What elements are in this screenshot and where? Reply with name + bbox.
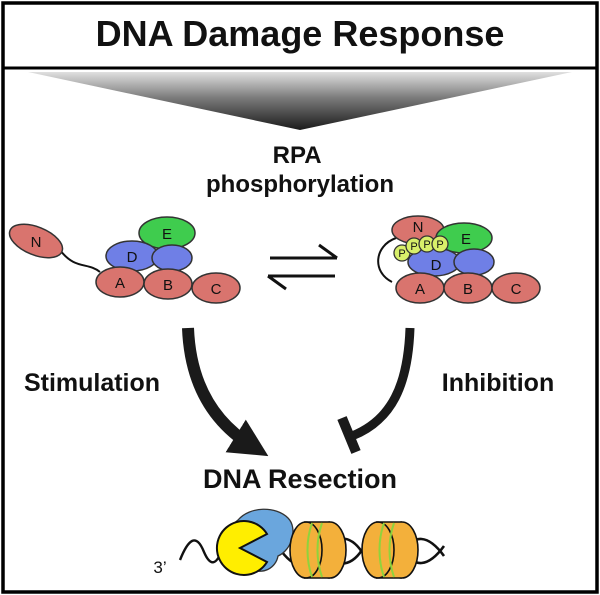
left-linker bbox=[59, 249, 101, 273]
outcome-label: DNA Resection bbox=[203, 464, 397, 494]
diagram-title: DNA Damage Response bbox=[96, 13, 505, 54]
right-label-c: C bbox=[511, 281, 522, 298]
process-label: RPA phosphorylation bbox=[206, 142, 394, 198]
left-label-e: E bbox=[162, 226, 172, 243]
right-label-e: E bbox=[461, 231, 471, 248]
equilibrium-arrows bbox=[267, 243, 338, 291]
right-rpa-complex: P P P P N D E A B C bbox=[377, 215, 541, 304]
dna-single-strand bbox=[178, 539, 224, 564]
inhibition-label: Inhibition bbox=[442, 369, 554, 397]
phospho-label-1: P bbox=[398, 248, 405, 260]
right-label-d: D bbox=[431, 257, 442, 274]
left-label-a: A bbox=[115, 275, 125, 292]
right-subunit-d2 bbox=[453, 248, 495, 276]
right-linker bbox=[377, 237, 397, 283]
phospho-label-2: P bbox=[410, 241, 417, 253]
right-label-b: B bbox=[463, 281, 473, 298]
stimulation-arrow bbox=[182, 327, 269, 457]
inhibition-bar bbox=[337, 416, 361, 454]
dna-end-label: 3’ bbox=[153, 558, 166, 577]
left-rpa-complex: N D E A B C bbox=[8, 216, 241, 304]
right-label-a: A bbox=[415, 281, 425, 298]
process-label-line-2: phosphorylation bbox=[206, 171, 394, 198]
stimulation-label: Stimulation bbox=[24, 369, 160, 397]
pacman-nuclease bbox=[215, 520, 269, 576]
left-subunit-d2 bbox=[151, 244, 193, 272]
right-label-n: N bbox=[413, 219, 424, 236]
left-label-b: B bbox=[163, 277, 173, 294]
nucleosome-1 bbox=[289, 521, 347, 579]
right-subunit-c bbox=[491, 272, 541, 304]
phospho-label-4: P bbox=[436, 239, 443, 251]
inhibition-arrow bbox=[350, 327, 415, 441]
process-label-line-1: RPA bbox=[273, 142, 322, 169]
phospho-label-3: P bbox=[423, 239, 430, 251]
nucleosome-2 bbox=[361, 521, 419, 579]
funnel-wedge bbox=[28, 72, 572, 130]
phospho-mark-4 bbox=[431, 235, 449, 253]
left-subunit-n bbox=[8, 223, 64, 259]
left-subunit-c bbox=[191, 272, 241, 304]
left-label-n: N bbox=[31, 234, 42, 251]
left-label-d: D bbox=[127, 249, 138, 266]
dna-resection-illustration: 3’ bbox=[153, 508, 446, 579]
left-label-c: C bbox=[211, 281, 222, 298]
